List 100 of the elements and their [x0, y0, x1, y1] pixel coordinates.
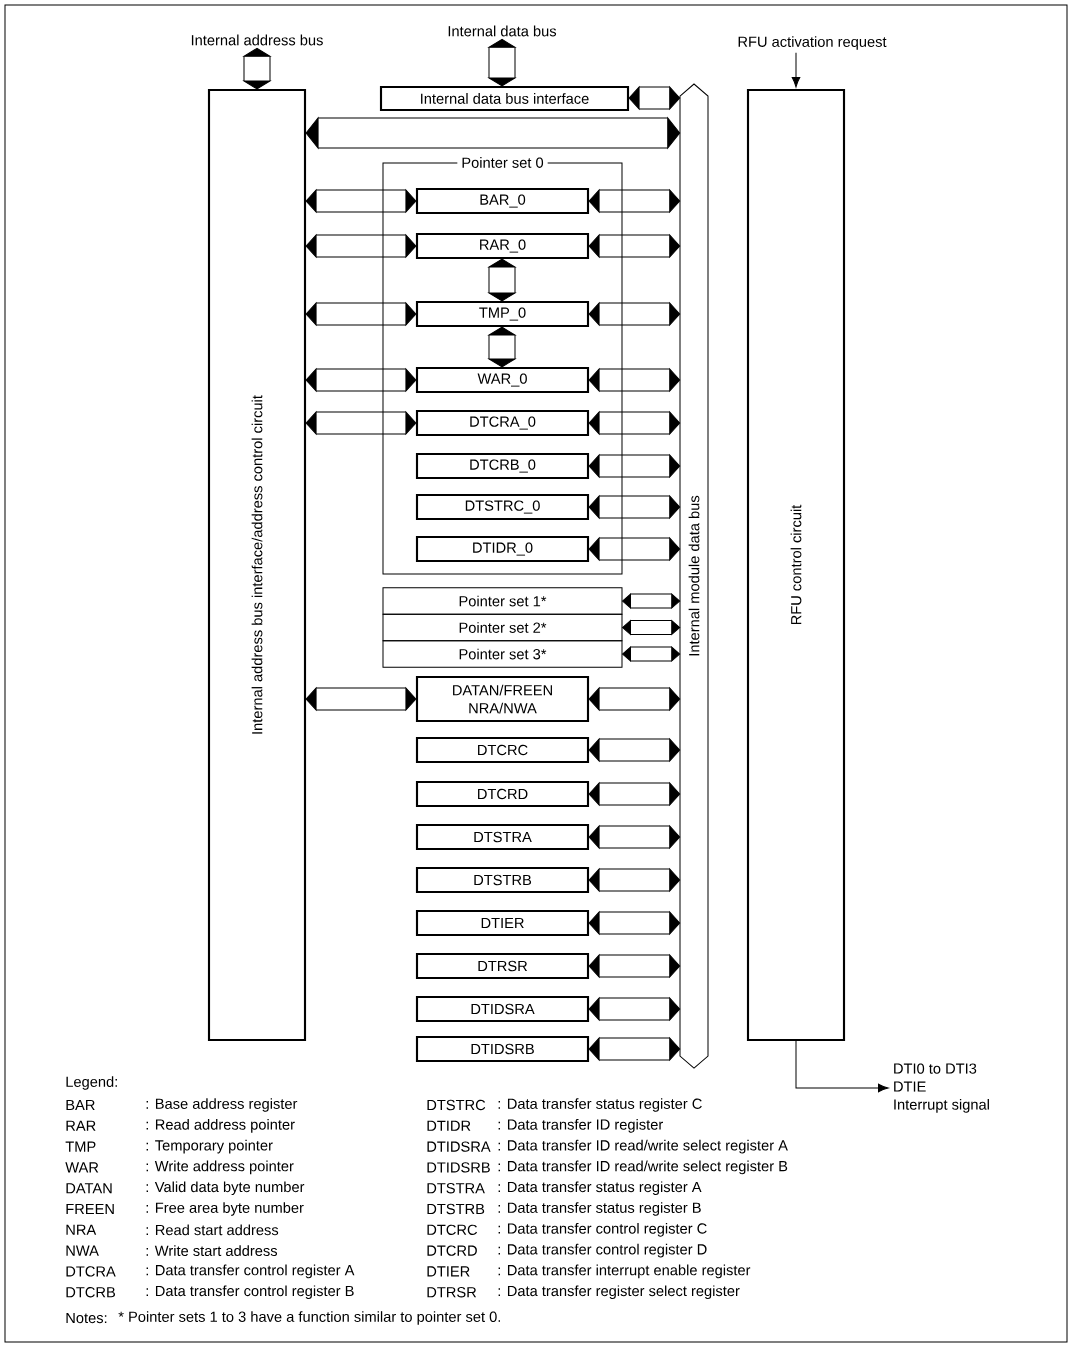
- legend-description: : Write address pointer: [146, 1160, 294, 1175]
- legend-description: : Read address pointer: [146, 1119, 295, 1133]
- legend-abbreviation: TMP: [65, 1141, 96, 1152]
- legend-description: : Data transfer ID read/write select register B: [498, 1160, 788, 1175]
- bus-arrow: [628, 86, 681, 110]
- bus-arrow: [305, 302, 417, 326]
- arrow: [791, 52, 801, 88]
- bus-arrow: [588, 234, 681, 258]
- legend-description: : Data transfer status register B: [498, 1202, 701, 1216]
- bus-arrow: [305, 368, 417, 392]
- legend-description: : Read start address: [146, 1224, 279, 1236]
- legend-description: : Data transfer ID read/write select register A: [498, 1139, 788, 1154]
- register-box: DTCRB_0: [415, 452, 590, 480]
- register-box: DTRSR: [415, 952, 590, 980]
- legend-abbreviation: DTSTRA: [427, 1183, 485, 1194]
- legend-abbreviation: DTCRC: [427, 1224, 478, 1235]
- legend-abbreviation: RAR: [66, 1120, 96, 1131]
- legend-description: : Data transfer control register C: [498, 1223, 707, 1237]
- legend-description: : Data transfer control register B: [146, 1285, 354, 1300]
- legend-abbreviation: DTSTRB: [427, 1203, 485, 1215]
- bus-arrow: [588, 537, 681, 561]
- pointer-set-box: Pointer set 2*: [382, 613, 623, 642]
- legend-description: : Temporary pointer: [146, 1139, 273, 1154]
- bus-arrow: [588, 911, 681, 935]
- pointer-set-box: Pointer set 1*: [382, 587, 623, 615]
- legend-abbreviation: DTCRA: [66, 1266, 116, 1277]
- legend-description: : Data transfer control register D: [498, 1243, 707, 1258]
- bus-arrow: [588, 302, 681, 326]
- bus-arrow: [588, 782, 681, 806]
- legend-abbreviation: DTIDSRB: [427, 1162, 490, 1173]
- legend-abbreviation: NRA: [66, 1224, 97, 1235]
- bus-arrow: [588, 997, 681, 1021]
- register-box: TMP_0: [415, 300, 590, 328]
- bus-arrow: [305, 411, 417, 435]
- bus-arrow: [588, 411, 681, 435]
- register-box: DTCRA_0: [415, 409, 590, 437]
- bus-arrow: [588, 825, 681, 849]
- signal-label: DTI0 to DTI3 DTIE Interrupt signal: [894, 1063, 989, 1113]
- arrow: [795, 1040, 889, 1093]
- legend-description: : Data transfer interrupt enable register: [498, 1264, 751, 1279]
- bus-arrow: [588, 454, 681, 478]
- legend-abbreviation: NWA: [66, 1245, 99, 1256]
- legend-abbreviation: BAR: [66, 1099, 95, 1111]
- bus-arrow: [305, 117, 681, 149]
- legend-abbreviation: FREEN: [66, 1203, 114, 1215]
- note-heading: Notes:: [66, 1312, 107, 1324]
- bus-arrow: [622, 620, 681, 635]
- legend-abbreviation: DTIDSRA: [427, 1141, 491, 1152]
- register-box: BAR_0: [415, 187, 590, 215]
- bus-arrow: [588, 687, 681, 711]
- bus-label: RFU activation request: [738, 36, 887, 50]
- legend-abbreviation: DTCRD: [427, 1245, 477, 1256]
- legend-abbreviation: WAR: [65, 1162, 99, 1173]
- register-box: WAR_0: [415, 366, 590, 394]
- legend-description: : Write start address: [146, 1245, 278, 1256]
- register-box: DTIDSRB: [415, 1035, 590, 1063]
- circuit-block: RFU control circuit: [746, 88, 846, 1042]
- legend-abbreviation: DTIDR: [427, 1120, 471, 1131]
- register-box: RAR_0: [415, 232, 590, 260]
- bus-arrow: [588, 368, 681, 392]
- legend-abbreviation: DTIER: [427, 1266, 470, 1277]
- legend-description: : Data transfer status register C: [498, 1098, 702, 1112]
- bus-arrow: [588, 189, 681, 213]
- legend-description: : Data transfer ID register: [498, 1119, 663, 1133]
- bus-arrow: [588, 495, 681, 519]
- legend-abbreviation: DTSTRC: [427, 1099, 486, 1111]
- pointer-set-box: Pointer set 3*: [382, 640, 623, 668]
- note-text: * Pointer sets 1 to 3 have a function similar to pointer set 0.: [118, 1311, 501, 1325]
- bus-arrow: [305, 189, 417, 213]
- bus-arrow: [305, 687, 417, 711]
- register-box: DTCRD: [415, 780, 590, 808]
- register-box: DTIDSRA: [415, 995, 590, 1023]
- bus-label: Internal data bus: [448, 25, 557, 37]
- legend-abbreviation: DATAN: [66, 1183, 112, 1194]
- register-box: Internal data bus interface: [379, 85, 630, 112]
- register-box: DTCRC: [415, 736, 590, 764]
- bus-arrow: [488, 326, 516, 368]
- bus-arrow: [622, 646, 681, 662]
- register-box: DTIDR_0: [415, 535, 590, 563]
- bus-arrow: [243, 47, 271, 90]
- register-box: DTSTRC_0: [415, 493, 590, 521]
- register-box: DATAN/FREEN NRA/NWA: [415, 675, 590, 723]
- legend-abbreviation: DTRSR: [427, 1287, 477, 1298]
- legend-description: : Data transfer control register A: [146, 1264, 355, 1279]
- legend-description: : Data transfer status register A: [498, 1181, 702, 1196]
- bus-arrow: [488, 258, 516, 302]
- bus-arrow: [305, 234, 417, 258]
- circuit-block: Internal address bus interface/address control circuit: [207, 88, 307, 1042]
- legend-description: : Data transfer register select register: [498, 1285, 740, 1300]
- legend-description: : Base address register: [146, 1098, 298, 1112]
- register-box: DTSTRA: [415, 823, 590, 851]
- bus-arrow: [588, 954, 681, 978]
- legend-abbreviation: DTCRB: [66, 1287, 115, 1298]
- bus-label: Internal address bus: [191, 34, 323, 46]
- bus-arrow: [588, 1037, 681, 1061]
- bus-arrow: [488, 38, 516, 87]
- bus-arrow: [622, 593, 681, 609]
- register-box: DTIER: [415, 909, 590, 937]
- register-box: DTSTRB: [415, 866, 590, 894]
- bus-arrow: [588, 868, 681, 892]
